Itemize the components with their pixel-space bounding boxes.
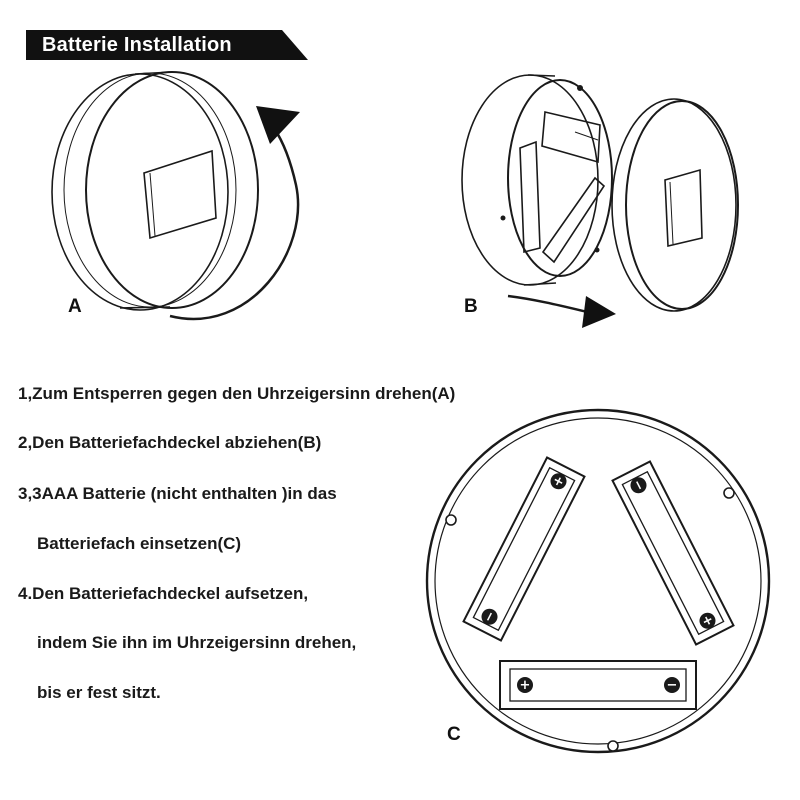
- battery-slot-top: [541, 111, 601, 164]
- battery-left: − +: [462, 456, 586, 642]
- rotate-arrow-icon: [169, 106, 300, 321]
- battery-bottom: + −: [499, 660, 697, 710]
- figure-a-label: A: [68, 296, 82, 317]
- compartment-inner-rim: [507, 79, 613, 277]
- instruction-step-4-cont-1: indem Sie ihn im Uhrzeigersinn drehen,: [37, 633, 357, 652]
- removed-cover: [625, 100, 739, 310]
- pull-arrow-icon: [507, 294, 616, 328]
- battery-slot-right: [541, 176, 606, 264]
- battery-slot-left: [519, 140, 541, 254]
- figure-a-knob-shade: [149, 172, 156, 237]
- instruction-step-4: 4.Den Batteriefachdeckel aufsetzen,: [18, 584, 309, 603]
- figure-a-knob: [143, 149, 217, 240]
- compartment-screws: [445, 487, 735, 752]
- page-title: Batterie Installation: [42, 34, 232, 56]
- instruction-step-3: 3,3AAA Batterie (nicht enthalten )in das: [18, 484, 337, 503]
- figure-b-label: B: [464, 296, 478, 317]
- removed-cover-back: [611, 98, 737, 312]
- instruction-step-4-cont-2: bis er fest sitzt.: [37, 683, 161, 702]
- instruction-step-2: 2,Den Batteriefachdeckel abziehen(B): [18, 433, 322, 452]
- figure-a-cover: [85, 71, 259, 309]
- instruction-step-3-cont: Batteriefach einsetzen(C): [37, 534, 242, 553]
- removed-cover-knob: [664, 168, 703, 247]
- compartment-outer-rim: [425, 408, 771, 754]
- battery-bottom-minus: −: [667, 678, 678, 693]
- title-banner: Batterie Installation: [26, 30, 308, 60]
- figure-c-label: C: [447, 724, 461, 745]
- compartment-inner-rim: [434, 417, 762, 745]
- battery-right: − +: [611, 460, 735, 646]
- instruction-step-1: 1,Zum Entsperren gegen den Uhrzeigersinn…: [18, 384, 456, 403]
- battery-bottom-plus: +: [520, 678, 531, 693]
- title-banner-shape: [26, 30, 308, 60]
